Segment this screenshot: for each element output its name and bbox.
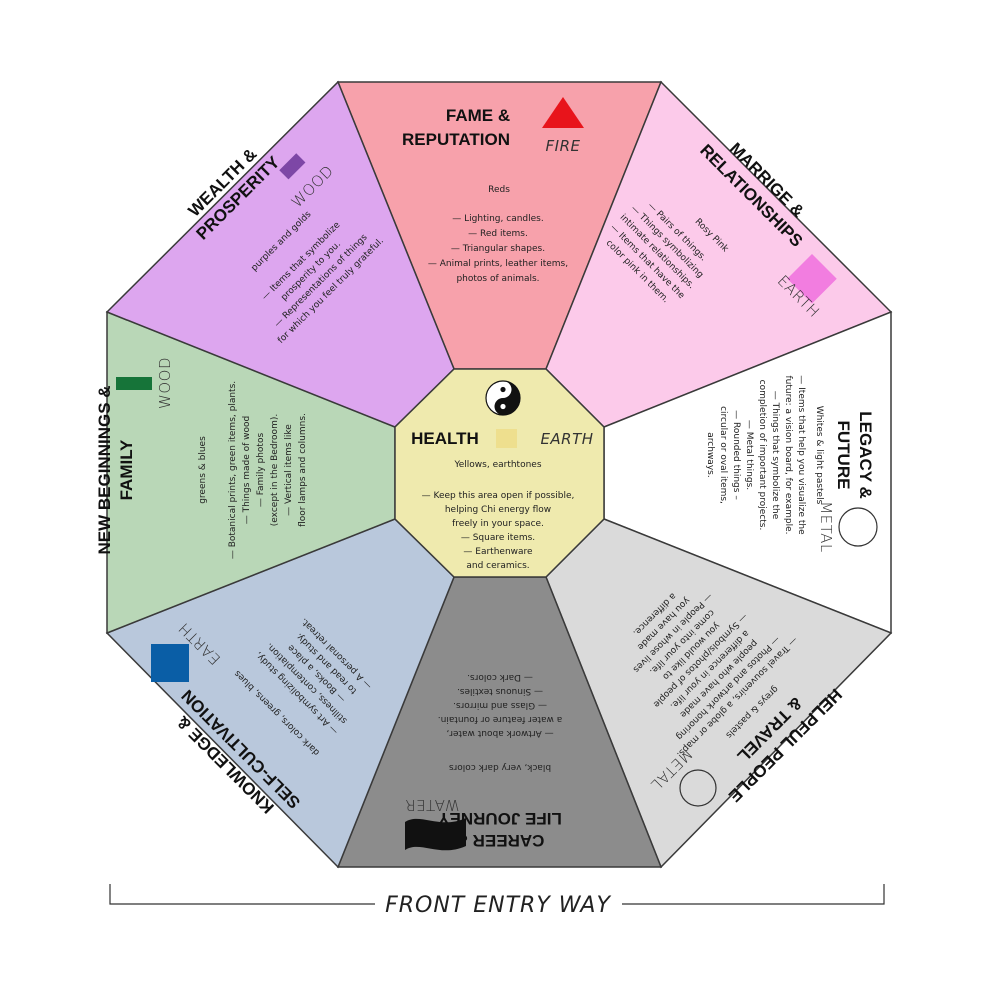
family-item: (except in the Bedroom). (270, 414, 280, 526)
health-title: HEALTH (411, 429, 479, 448)
career-item: — Dark colors. (467, 672, 533, 682)
fame-element-label: FIRE (546, 137, 581, 155)
front-entry-label: FRONT ENTRY WAY (385, 893, 611, 918)
legacy-title-line-1: LEGACY & (856, 411, 875, 499)
career-title-line-1: CAREER & (456, 831, 545, 850)
fame-item: — Red items. (468, 229, 528, 239)
family-title-line-2: FAMILY (117, 439, 136, 500)
health-color-text: Yellows, earthtones (453, 460, 541, 470)
health-center (394, 368, 605, 578)
earth-square-icon (151, 644, 189, 682)
fame-title-line-2: REPUTATION (402, 130, 510, 149)
family-element-label: WOOD (156, 357, 174, 409)
career-title-line-2: LIFE JOURNEY (437, 809, 561, 828)
fame-item: — Triangular shapes. (451, 244, 545, 254)
fame-item: — Animal prints, leather items, (428, 259, 568, 269)
family-title-line-1: NEW BEGINNINGS & (95, 385, 114, 554)
wood-rectangle-icon (116, 377, 152, 390)
metal-circle-icon (838, 507, 878, 547)
legacy-color-text: Whites & light pastels (814, 406, 824, 505)
legacy-item: — Things that symbolize the (770, 391, 780, 520)
legacy-title-line-2: FUTURE (834, 421, 853, 490)
fame-section: FAME & REPUTATION FIRE Reds — Lighting, … (402, 97, 584, 284)
legacy-section: LEGACY & FUTURE Whites & light pastels —… (705, 375, 875, 535)
legacy-item: — Rounded things – (731, 410, 741, 500)
health-element-label: EARTH (540, 430, 593, 448)
front-entry-indicator: FRONT ENTRY WAY (109, 884, 885, 918)
family-section: NEW BEGINNINGS & FAMILY greens & blues —… (95, 381, 308, 559)
health-item: freely in your space. (452, 519, 544, 529)
metal-circle-icon (679, 769, 717, 807)
water-wave-icon (405, 818, 466, 851)
career-item: a water feature or fountain. (438, 714, 563, 724)
yin-yang-icon (485, 380, 521, 416)
health-section: HEALTH EARTH Yellows, earthtones — Keep … (411, 380, 593, 571)
career-section: CAREER & LIFE JOURNEY black, very dark c… (437, 672, 562, 850)
health-item: — Square items. (461, 533, 535, 543)
legacy-item: completion of important projects. (757, 380, 767, 531)
legacy-item: — Metal things. (744, 420, 754, 490)
fame-title-line-1: FAME & (446, 106, 510, 125)
fame-color-text: Reds (488, 185, 510, 195)
health-item: — Earthenware (463, 547, 533, 557)
career-color-text: black, very dark colors (449, 762, 552, 772)
family-color-text: greens & blues (198, 436, 208, 504)
legacy-element-label: METAL (817, 501, 835, 553)
family-item: floor lamps and columns. (298, 413, 308, 527)
entry-bracket-left (109, 884, 375, 905)
career-element-label: WATER (405, 796, 460, 814)
family-item: — Things made of wood (242, 416, 252, 525)
family-item: — Vertical items like (284, 424, 294, 516)
career-item: — Artwork about water, (446, 728, 553, 738)
entry-bracket-right (622, 884, 885, 905)
health-item: — Keep this area open if possible, (422, 491, 575, 501)
legacy-item: archways. (705, 432, 715, 477)
career-item: — Sinuous textiles. (457, 686, 543, 696)
fame-item: — Lighting, candles. (452, 214, 543, 224)
health-item: and ceramics. (466, 561, 529, 571)
earth-square-icon (496, 429, 517, 448)
legacy-item: — Items that help you visualize the (796, 375, 806, 535)
legacy-item: circular or oval items, (718, 406, 728, 504)
legacy-item: future: a vision board, for example. (783, 375, 793, 534)
fame-item: photos of animals. (456, 274, 539, 284)
health-item: helping Chi energy flow (445, 505, 551, 515)
fire-triangle-icon (542, 97, 584, 128)
family-item: — Family photos (256, 433, 266, 508)
career-item: — Glass and mirrors. (453, 700, 547, 710)
family-item: — Botanical prints, green items, plants. (228, 381, 238, 559)
wood-rectangle-icon (279, 153, 306, 180)
